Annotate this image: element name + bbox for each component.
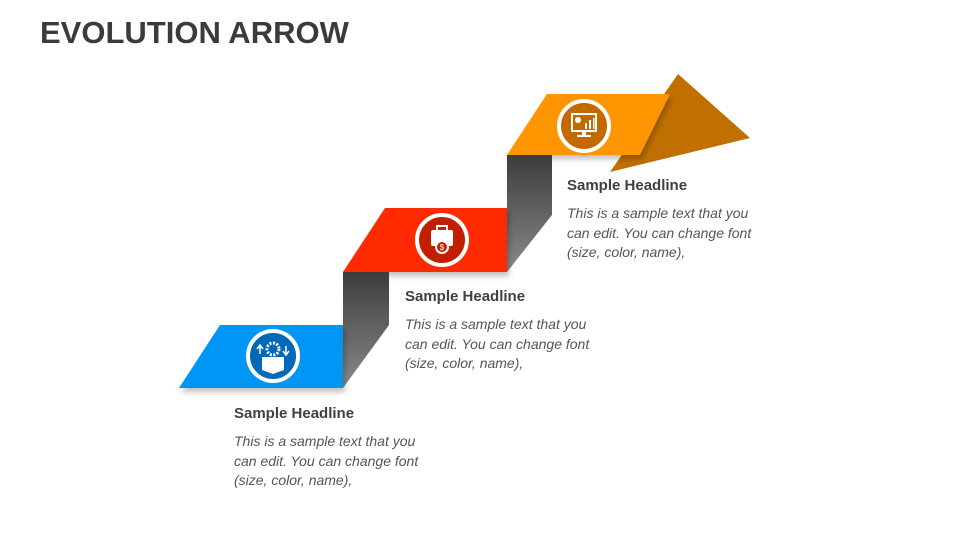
step-2-text: Sample Headline This is a sample text th… bbox=[405, 288, 645, 374]
step-2-body: This is a sample text that you can edit.… bbox=[405, 315, 645, 374]
body-line: (size, color, name), bbox=[234, 472, 353, 488]
step-3-body: This is a sample text that you can edit.… bbox=[567, 204, 807, 263]
step-1-headline: Sample Headline bbox=[234, 405, 355, 422]
body-line: This is a sample text that you bbox=[405, 316, 587, 332]
svg-text:$: $ bbox=[440, 243, 445, 252]
fold-2 bbox=[507, 155, 552, 272]
step-2-headline: Sample Headline bbox=[405, 288, 526, 305]
body-line: can edit. You can change font bbox=[405, 335, 590, 352]
body-line: This is a sample text that you bbox=[567, 205, 749, 221]
monitor-chart-icon bbox=[557, 99, 611, 153]
body-line: (size, color, name), bbox=[567, 244, 686, 260]
body-line: can edit. You can change font bbox=[234, 452, 419, 469]
slide-title: EVOLUTION ARROW bbox=[40, 15, 349, 50]
gear-box-icon bbox=[246, 329, 300, 383]
body-line: (size, color, name), bbox=[405, 355, 524, 371]
arrowhead bbox=[610, 74, 750, 172]
step-3-text: Sample Headline This is a sample text th… bbox=[567, 177, 807, 263]
fold-1 bbox=[343, 272, 389, 388]
body-line: This is a sample text that you bbox=[234, 433, 416, 449]
body-line: can edit. You can change font bbox=[567, 224, 752, 241]
briefcase-money-icon: $ bbox=[415, 213, 469, 267]
step-3-headline: Sample Headline bbox=[567, 177, 688, 194]
step-1-body: This is a sample text that you can edit.… bbox=[234, 432, 474, 491]
step-1-text: Sample Headline This is a sample text th… bbox=[234, 405, 474, 491]
